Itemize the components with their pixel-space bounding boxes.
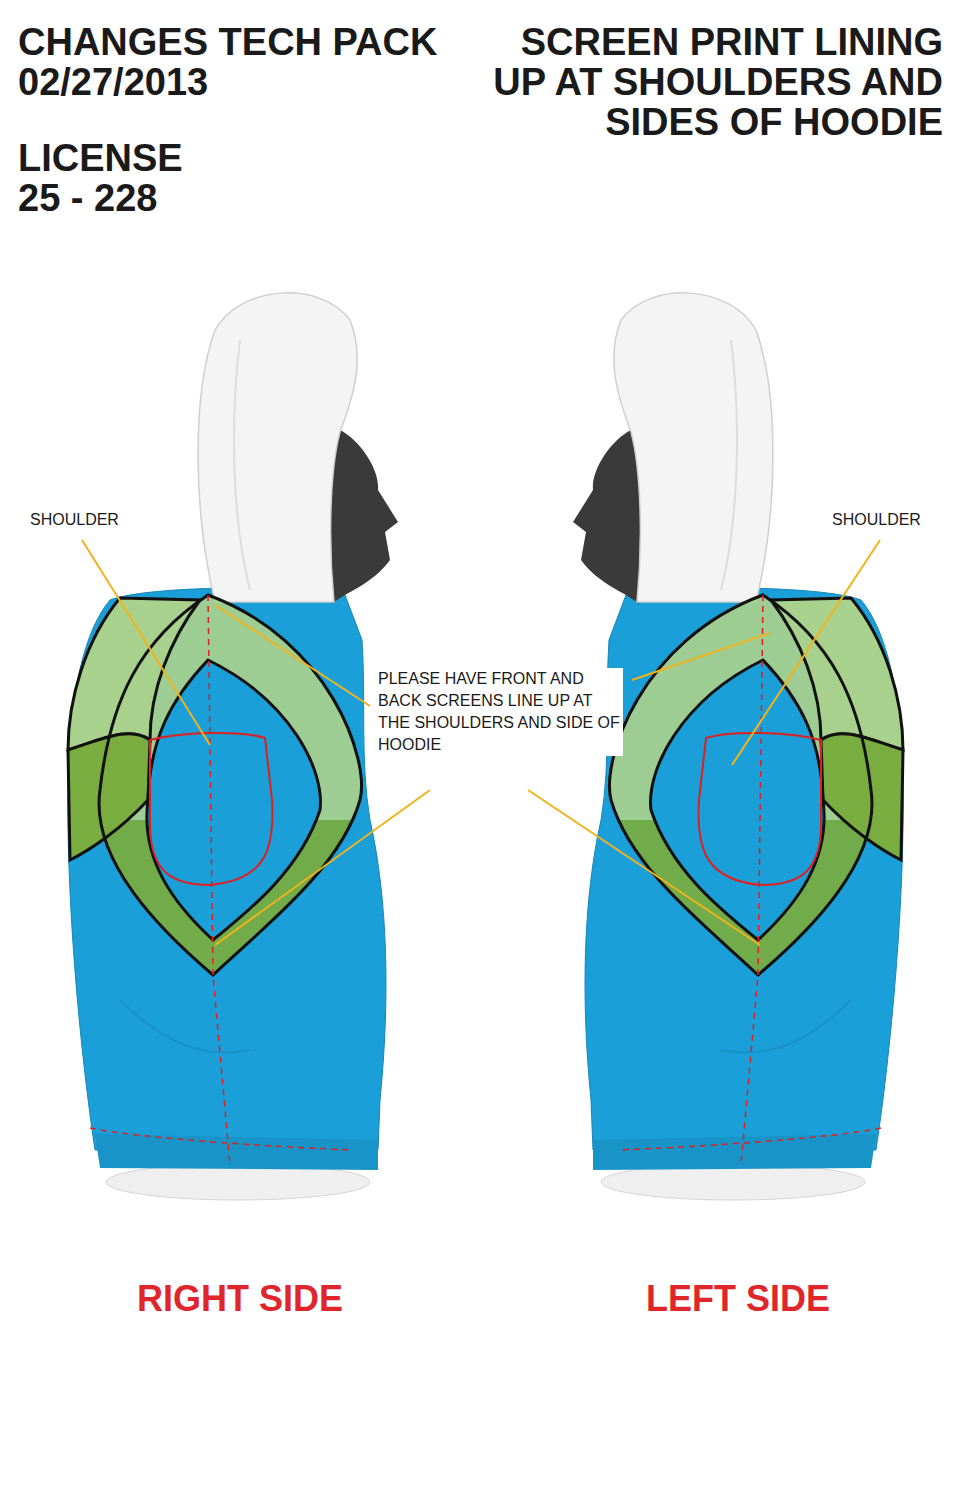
print-note: SCREEN PRINT LINING UP AT SHOULDERS AND … — [463, 22, 943, 142]
leader-line — [215, 790, 430, 945]
part-label: SHOULDER — [30, 510, 119, 530]
leader-line — [528, 790, 760, 945]
view-label: RIGHT SIDE — [80, 1278, 400, 1320]
leader-line — [215, 605, 370, 706]
license-number: LICENSE 25 - 228 — [18, 138, 228, 218]
leader-line — [732, 540, 880, 765]
leader-line — [82, 540, 210, 745]
title: CHANGES TECH PACK 02/27/2013 — [18, 22, 458, 102]
leader-line — [632, 633, 770, 680]
right-side-hoodie — [68, 293, 398, 1200]
callout-note: PLEASE HAVE FRONT AND BACK SCREENS LINE … — [378, 668, 623, 756]
view-label: LEFT SIDE — [578, 1278, 898, 1320]
part-label: SHOULDER — [832, 510, 921, 530]
